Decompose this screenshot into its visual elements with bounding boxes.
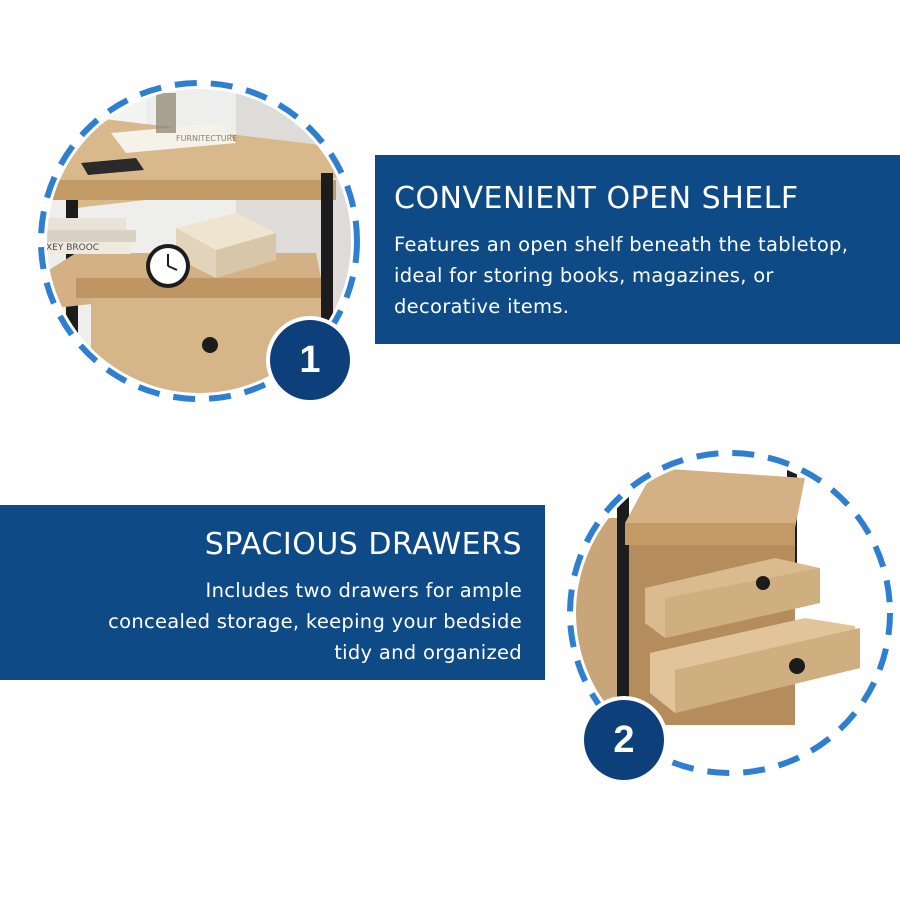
feature-title: CONVENIENT OPEN SHELF <box>394 181 799 216</box>
drawers-photo-icon <box>567 450 893 776</box>
feature-description-line: ideal for storing books, magazines, or <box>394 264 774 287</box>
feature-description: Features an open shelf beneath the table… <box>394 229 900 322</box>
photo-book-label: FURNITECTURE <box>176 134 237 143</box>
feature-description-line: Includes two drawers for ample <box>205 579 522 602</box>
feature-description-line: tidy and organized <box>334 641 522 664</box>
feature-panel-spacious-drawers: SPACIOUS DRAWERS Includes two drawers fo… <box>0 505 545 680</box>
photo-book-spine-label: XEY BROOC <box>46 243 99 253</box>
feature-title: SPACIOUS DRAWERS <box>204 527 522 562</box>
feature-description-line: Features an open shelf beneath the table… <box>394 233 849 256</box>
feature-number-badge-2: 2 <box>580 696 668 784</box>
shelf-photo-circle: FURNITECTURE XEY BROOC <box>36 78 362 404</box>
feature-panel-open-shelf: CONVENIENT OPEN SHELF Features an open s… <box>375 155 900 344</box>
feature-description: Includes two drawers for ample concealed… <box>0 575 522 668</box>
drawers-photo-circle <box>565 448 895 778</box>
feature-description-line: concealed storage, keeping your bedside <box>108 610 522 633</box>
feature-description-line: decorative items. <box>394 295 570 318</box>
shelf-photo-icon: FURNITECTURE XEY BROOC <box>38 80 360 402</box>
feature-number-badge-1: 1 <box>266 316 354 404</box>
